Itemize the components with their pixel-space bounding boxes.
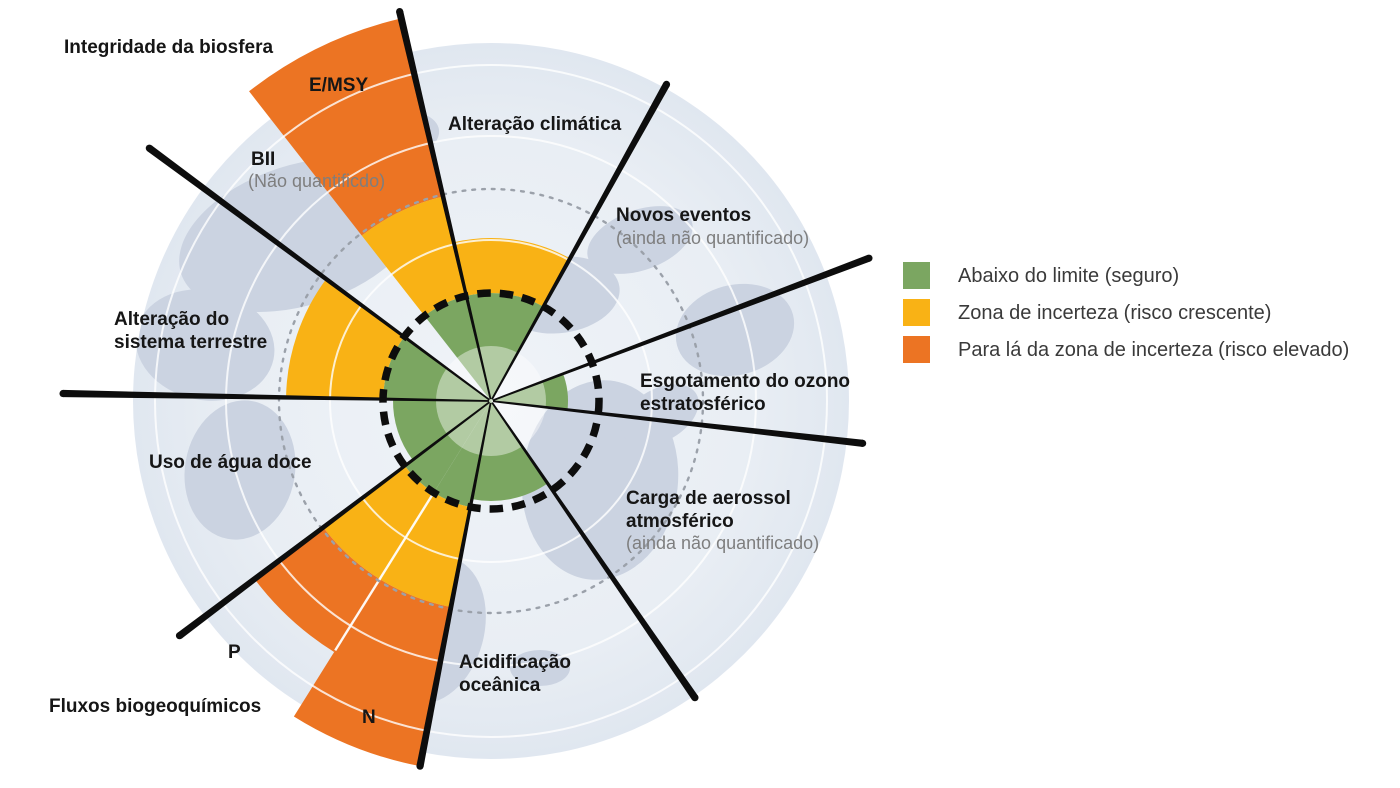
p-n-divider <box>334 493 434 651</box>
wedge-emsy-high-risk <box>249 18 444 236</box>
white-grid-arcs <box>154 64 828 738</box>
wedge-land-system-change-safe <box>383 336 491 401</box>
label-nitrogen: N <box>362 707 376 728</box>
legend-item-uncertainty: Zona de incerteza (risco crescente) <box>903 299 1349 326</box>
legend-label-uncertainty: Zona de incerteza (risco crescente) <box>958 301 1272 324</box>
wedge-nitrogen-high-risk <box>293 579 451 767</box>
sector-separators <box>59 7 873 770</box>
legend-swatch-uncertainty <box>903 299 930 326</box>
wedge-phosphorus-safe <box>404 401 491 493</box>
legend-item-high-risk: Para lá da zona de incerteza (risco elev… <box>903 336 1349 363</box>
legend: Abaixo do limite (seguro) Zona de incerte… <box>903 262 1349 373</box>
label-biosphere-integrity: Integridade da biosfera <box>64 37 274 58</box>
wedge-phosphorus-uncertainty <box>323 466 434 580</box>
wedge-nitrogen-uncertainty <box>379 492 471 608</box>
wedge-ozone-depletion-safe <box>491 373 569 410</box>
wedge-emsy-uncertainty <box>361 196 467 316</box>
label-aerosol-loading: Carga de aerossol atmosférico <box>626 488 791 533</box>
legend-label-safe: Abaixo do limite (seguro) <box>958 264 1180 287</box>
legend-swatch-high-risk <box>903 336 930 363</box>
label-freshwater-use: Uso de água doce <box>149 452 312 473</box>
label-biogeochemical-flows: Fluxos biogeoquímicos <box>49 696 262 717</box>
label-novel-entities: Novos eventos <box>616 205 752 226</box>
legend-swatch-safe <box>903 262 930 289</box>
wedge-land-system-change-uncertainty <box>286 279 405 400</box>
legend-item-safe: Abaixo do limite (seguro) <box>903 262 1349 289</box>
wedge-climate-change-uncertainty <box>453 238 571 307</box>
dotted-uncertainty-circle <box>277 187 705 615</box>
wedge-nitrogen-safe <box>433 401 491 508</box>
label-bii-note: (Não quantificdo) <box>248 171 386 191</box>
wedge-freshwater-use-safe <box>392 399 491 460</box>
center-highlight <box>436 346 546 456</box>
legend-label-high-risk: Para lá da zona de incerteza (risco elev… <box>958 338 1350 361</box>
wedge-ocean-acidification-safe <box>471 401 548 501</box>
label-novel-entities-note: (ainda não quantificado) <box>616 228 810 248</box>
label-phosphorus: P <box>228 642 241 663</box>
label-land-system-change: Alteração do sistema terrestre <box>114 309 268 354</box>
label-ocean-acidification: Acidificação oceânica <box>459 652 571 697</box>
label-aerosol-loading-note: (ainda não quantificado) <box>626 533 820 553</box>
label-bii: BII <box>251 149 276 170</box>
label-emsy: E/MSY <box>309 75 369 96</box>
label-climate-change: Alteração climática <box>448 114 622 135</box>
wedge-emsy-safe <box>424 295 491 401</box>
boundary-dashed-circle <box>379 289 603 513</box>
label-ozone-depletion: Esgotamento do ozono estratosférico <box>640 371 851 416</box>
